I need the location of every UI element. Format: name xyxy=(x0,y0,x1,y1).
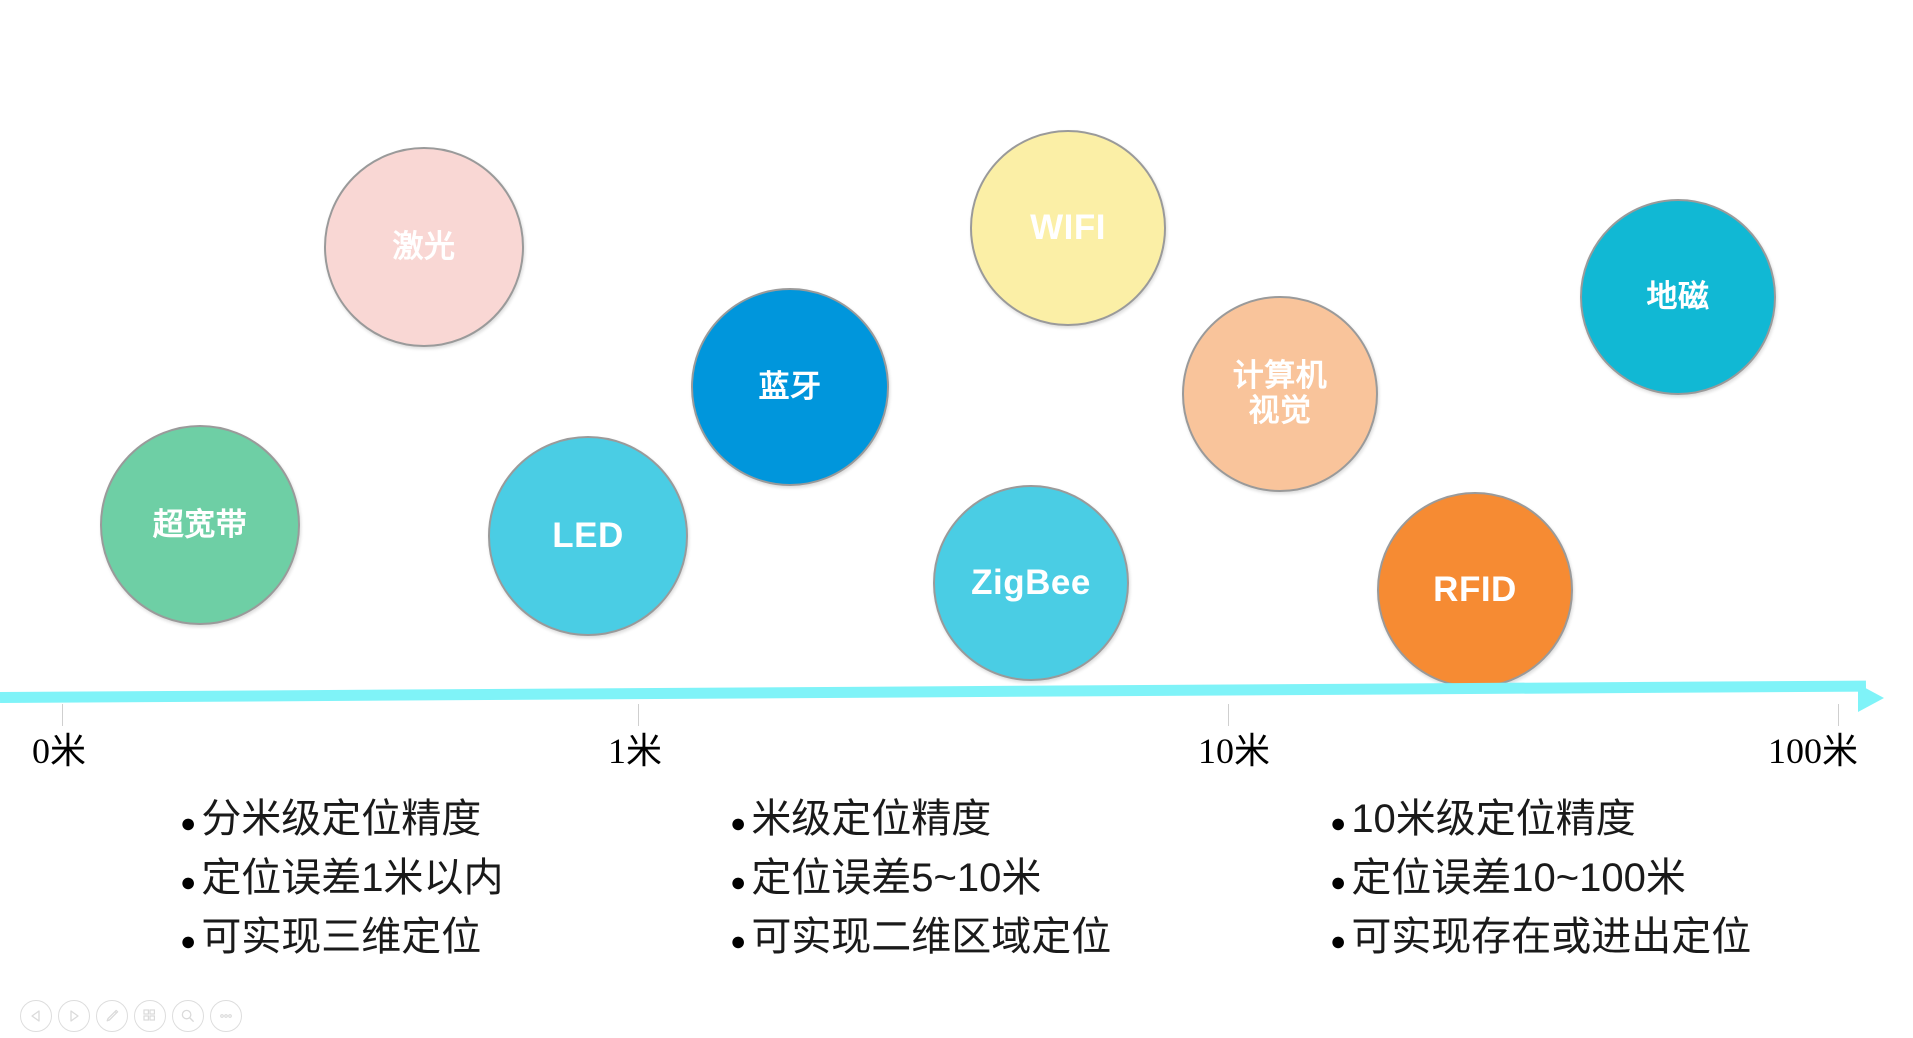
technology-bubble-label: 激光 xyxy=(392,228,456,264)
technology-bubble-label: ZigBee xyxy=(971,563,1091,603)
axis-tick xyxy=(1838,704,1839,726)
bullet-item: ●可实现存在或进出定位 xyxy=(1330,908,1751,967)
technology-bubble[interactable]: LED xyxy=(488,436,688,636)
more-options-button[interactable] xyxy=(210,1000,242,1032)
technology-bubble[interactable]: RFID xyxy=(1377,492,1573,688)
bullet-dot-icon: ● xyxy=(1330,926,1347,957)
bullet-item: ●可实现三维定位 xyxy=(180,908,504,967)
technology-bubble-label: 蓝牙 xyxy=(758,368,822,404)
bullet-item-text: 10米级定位精度 xyxy=(1351,797,1636,841)
technology-bubble[interactable]: ZigBee xyxy=(933,485,1129,681)
bullet-dot-icon: ● xyxy=(180,867,197,898)
technology-bubble-label: 地磁 xyxy=(1646,278,1710,314)
bullet-dot-icon: ● xyxy=(1330,867,1347,898)
previous-slide-button[interactable] xyxy=(20,1000,52,1032)
axis-tick-label: 100米 xyxy=(1768,731,1859,771)
bullet-item-text: 可实现存在或进出定位 xyxy=(1351,915,1752,960)
axis-tick xyxy=(638,704,639,726)
bullet-item-text: 定位误差5~10米 xyxy=(751,856,1042,901)
measurement-axis: 0米 1米 10米 100米 xyxy=(0,680,1913,806)
technology-bubble-label: LED xyxy=(552,516,624,556)
bullet-item: ●定位误差10~100米 xyxy=(1330,849,1751,908)
bullet-dot-icon: ● xyxy=(180,808,197,838)
bullet-item-text: 可实现二维区域定位 xyxy=(751,915,1112,960)
bullet-dot-icon: ● xyxy=(730,926,747,957)
play-slide-icon xyxy=(67,1009,81,1023)
bullet-item-text: 定位误差10~100米 xyxy=(1351,856,1686,901)
technology-bubble-label: WIFI xyxy=(1030,208,1106,248)
slide-grid-icon xyxy=(142,1008,158,1024)
pen-button[interactable] xyxy=(96,1000,128,1032)
bullet-item-text: 米级定位精度 xyxy=(751,797,992,841)
bullet-item: ●可实现二维区域定位 xyxy=(730,908,1111,967)
axis-tick xyxy=(62,704,63,726)
technology-bubble[interactable]: WIFI xyxy=(970,130,1166,326)
technology-bubble-label: 超宽带 xyxy=(152,506,248,542)
technology-bubble-label: RFID xyxy=(1433,570,1517,610)
bullet-column: ●10米级定位精度●定位误差10~100米●可实现存在或进出定位 xyxy=(1330,790,1751,968)
bullet-item: ●定位误差1米以内 xyxy=(180,849,504,908)
technology-bubble[interactable]: 激光 xyxy=(324,147,524,347)
bullet-item-text: 分米级定位精度 xyxy=(201,797,482,841)
technology-bubble[interactable]: 计算机 视觉 xyxy=(1182,296,1378,492)
more-options-icon xyxy=(218,1008,234,1024)
pen-icon xyxy=(104,1008,120,1024)
bullet-dot-icon: ● xyxy=(1330,808,1347,838)
technology-bubble[interactable]: 地磁 xyxy=(1580,199,1776,395)
technology-bubble[interactable]: 蓝牙 xyxy=(691,288,889,486)
bullet-item: ●定位误差5~10米 xyxy=(730,849,1111,908)
axis-tick xyxy=(1228,704,1229,726)
bullet-column: ●米级定位精度●定位误差5~10米●可实现二维区域定位 xyxy=(730,790,1111,968)
bullet-columns: ●分米级定位精度●定位误差1米以内●可实现三维定位●米级定位精度●定位误差5~1… xyxy=(0,790,1913,980)
bullet-item: ●分米级定位精度 xyxy=(180,790,504,849)
bullet-dot-icon: ● xyxy=(730,808,747,838)
play-slide-button[interactable] xyxy=(58,1000,90,1032)
axis-tick-label: 0米 xyxy=(32,731,87,771)
axis-tick-label: 10米 xyxy=(1198,731,1271,771)
axis-tick-label: 1米 xyxy=(608,731,663,771)
presentation-toolbar xyxy=(20,1000,242,1032)
bullet-dot-icon: ● xyxy=(730,867,747,898)
slide-grid-button[interactable] xyxy=(134,1000,166,1032)
previous-slide-icon xyxy=(29,1009,43,1023)
magnifier-button[interactable] xyxy=(172,1000,204,1032)
bullet-item: ●米级定位精度 xyxy=(730,790,1111,849)
technology-bubble[interactable]: 超宽带 xyxy=(100,425,300,625)
magnifier-icon xyxy=(180,1008,196,1024)
bullet-column: ●分米级定位精度●定位误差1米以内●可实现三维定位 xyxy=(180,790,504,968)
bullet-item: ●10米级定位精度 xyxy=(1330,790,1751,849)
bullet-item-text: 定位误差1米以内 xyxy=(201,856,504,901)
technology-bubble-label: 计算机 视觉 xyxy=(1232,358,1328,428)
bullet-dot-icon: ● xyxy=(180,926,197,957)
axis-arrowhead-icon xyxy=(1858,684,1884,712)
axis-line xyxy=(0,680,1866,703)
bullet-item-text: 可实现三维定位 xyxy=(201,915,482,960)
